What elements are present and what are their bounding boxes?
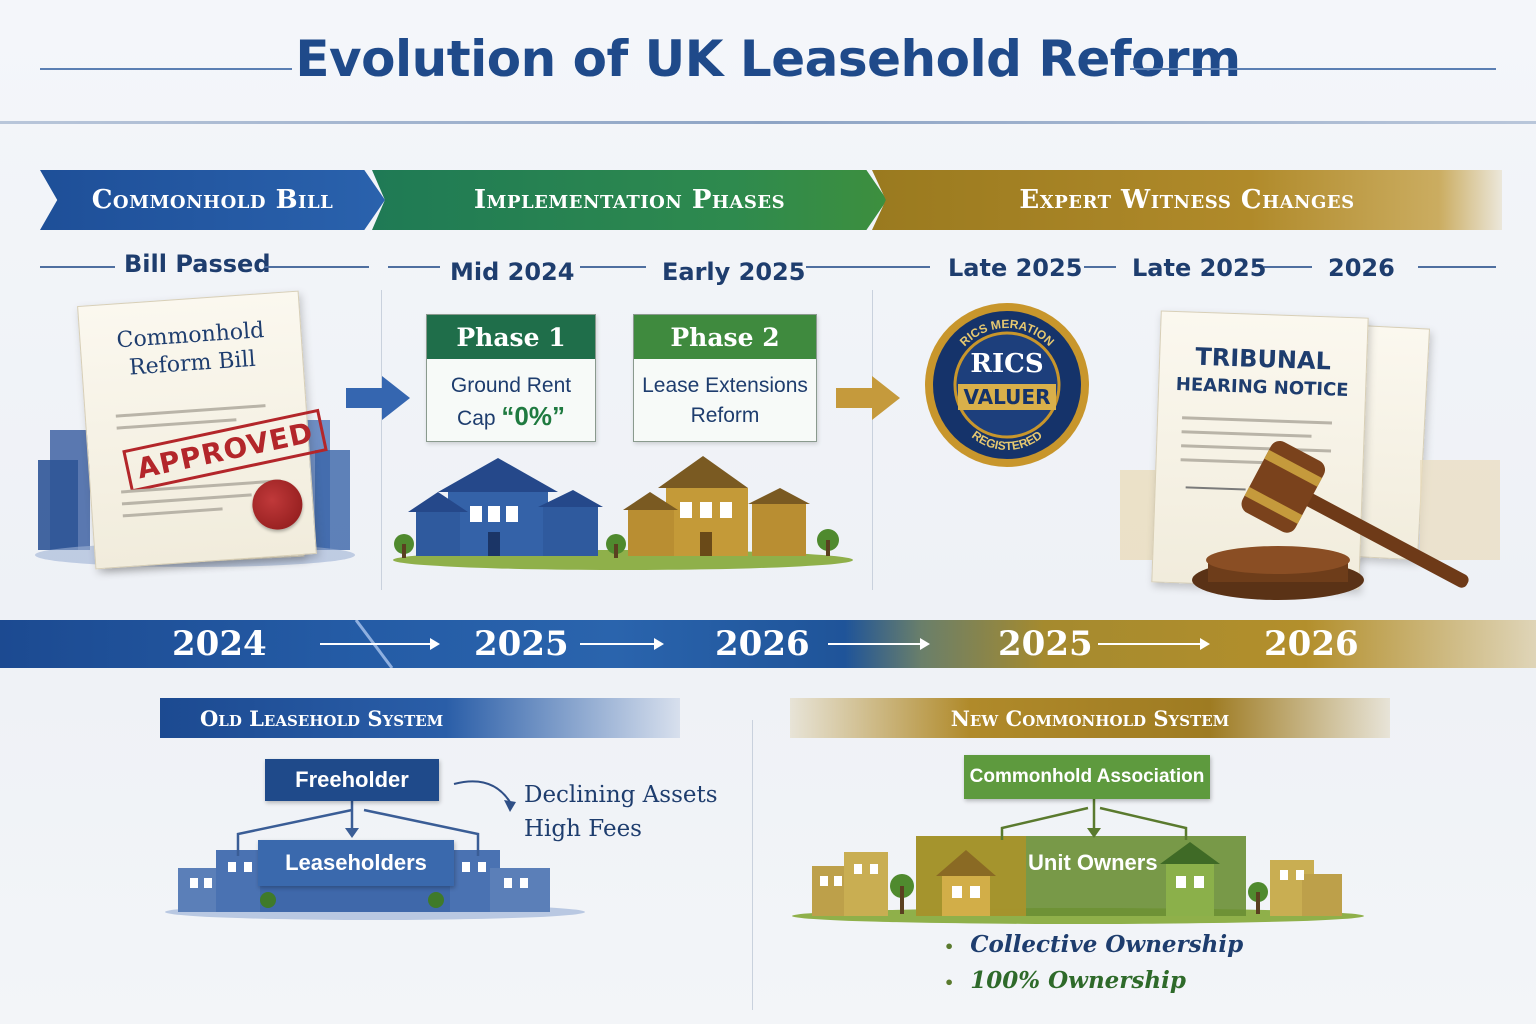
timeline-arrow [580,638,664,650]
tribunal-title-line1: TRIBUNAL [1194,342,1332,376]
date-line [580,266,646,268]
seal-brand: RICS [970,349,1043,379]
tribunal-title-line2: HEARING NOTICE [1175,374,1349,402]
leaseholders-node: Leaseholders [258,840,454,886]
ground-rent-cap-value: “0%” [501,401,565,431]
new-system-bullets: • Collective Ownership • 100% Ownership [944,928,1243,1000]
rics-valuer-seal: RICS MERATION REGISTERED RICS VALUER [922,300,1092,470]
phase-1-label: Phase 1 [427,315,595,359]
text-line [115,404,266,418]
timeline-year: 2026 [1264,624,1359,664]
column-separator [872,290,873,590]
banner-commonhold-bill: Commonhold Bill [40,170,385,230]
bullet-icon: • [944,973,955,992]
freeholder-node: Freeholder [265,759,439,801]
seal-ribbon: VALUER [964,385,1051,409]
date-line [1084,266,1116,268]
building-backdrop [1420,460,1500,560]
column-separator [752,720,753,1010]
phase-2-description: Lease Extensions Reform [634,359,816,431]
arrow-right-icon [836,376,900,425]
date-line [1418,266,1496,268]
timeline-year: 2025 [998,624,1093,664]
timeline-arrow [828,638,930,650]
wax-seal-icon [250,477,305,532]
gavel-icon [1188,440,1498,610]
note-declining-assets: Declining Assets [524,782,718,808]
old-system-connectors [228,798,488,858]
banner-implementation-phases: Implementation Phases [372,170,887,230]
arrow-right-icon [346,376,410,425]
date-line [388,266,440,268]
header-divider [0,121,1536,124]
new-system-header: New Commonhold System [790,698,1390,738]
new-system-buildings [790,836,1366,932]
phase-2-card: Phase 2 Lease Extensions Reform [633,314,817,442]
bill-document: Commonhold Reform Bill APPROVED [77,290,329,570]
page-title: Evolution of UK Leasehold Reform [295,30,1241,88]
date-line [1264,266,1312,268]
old-system-notes: Declining Assets High Fees [524,778,718,846]
date-line [40,266,115,268]
date-bill-passed: Bill Passed [124,250,271,278]
bullet-icon: • [944,937,955,956]
timeline-bar [0,620,1536,668]
bullet-item: • Collective Ownership [944,928,1243,964]
phase-1-line2: Cap “0%” [427,401,595,434]
bullet-100-ownership: 100% Ownership [970,967,1186,994]
date-early-2025: Early 2025 [662,258,806,286]
column-separator [381,290,382,590]
date-mid-2024: Mid 2024 [450,258,575,286]
phase-2-line1: Lease Extensions [642,374,808,397]
phase-2-label: Phase 2 [634,315,816,359]
phase-1-line1: Ground Rent [450,374,572,397]
text-line [122,507,223,518]
date-line [264,266,369,268]
title-rule-left [40,68,292,70]
timeline-year: 2026 [715,624,810,664]
phase-1-description: Ground Rent Cap “0%” [427,359,595,434]
timeline-year: 2024 [172,624,267,664]
title-rule-right [1130,68,1496,70]
old-system-header: Old Leasehold System [160,698,680,738]
houses-illustration [388,452,858,572]
timeline-year: 2025 [474,624,569,664]
timeline-arrow [320,638,440,650]
text-line [116,418,237,430]
date-line [806,266,930,268]
phase-1-cap-label: Cap [457,407,502,430]
old-system-buildings [160,820,590,920]
date-late-2025-b: Late 2025 [1132,254,1267,282]
phase-1-card: Phase 1 Ground Rent Cap “0%” [426,314,596,442]
note-high-fees: High Fees [524,816,642,842]
banner-expert-witness-changes: Expert Witness Changes [872,170,1502,230]
unit-owners-label: Unit Owners [1028,850,1158,875]
new-system-connectors [994,798,1194,842]
timeline-arrow [1098,638,1210,650]
bullet-item: • 100% Ownership [944,964,1243,1000]
bullet-collective-ownership: Collective Ownership [970,931,1244,958]
text-line [121,493,252,506]
date-2026: 2026 [1328,254,1395,282]
text-line [1182,416,1333,425]
commonhold-association-node: Commonhold Association [964,755,1210,799]
date-late-2025-a: Late 2025 [948,254,1083,282]
phase-2-line2: Reform [690,404,760,427]
curved-arrow-icon [452,776,522,821]
text-line [1181,430,1312,438]
